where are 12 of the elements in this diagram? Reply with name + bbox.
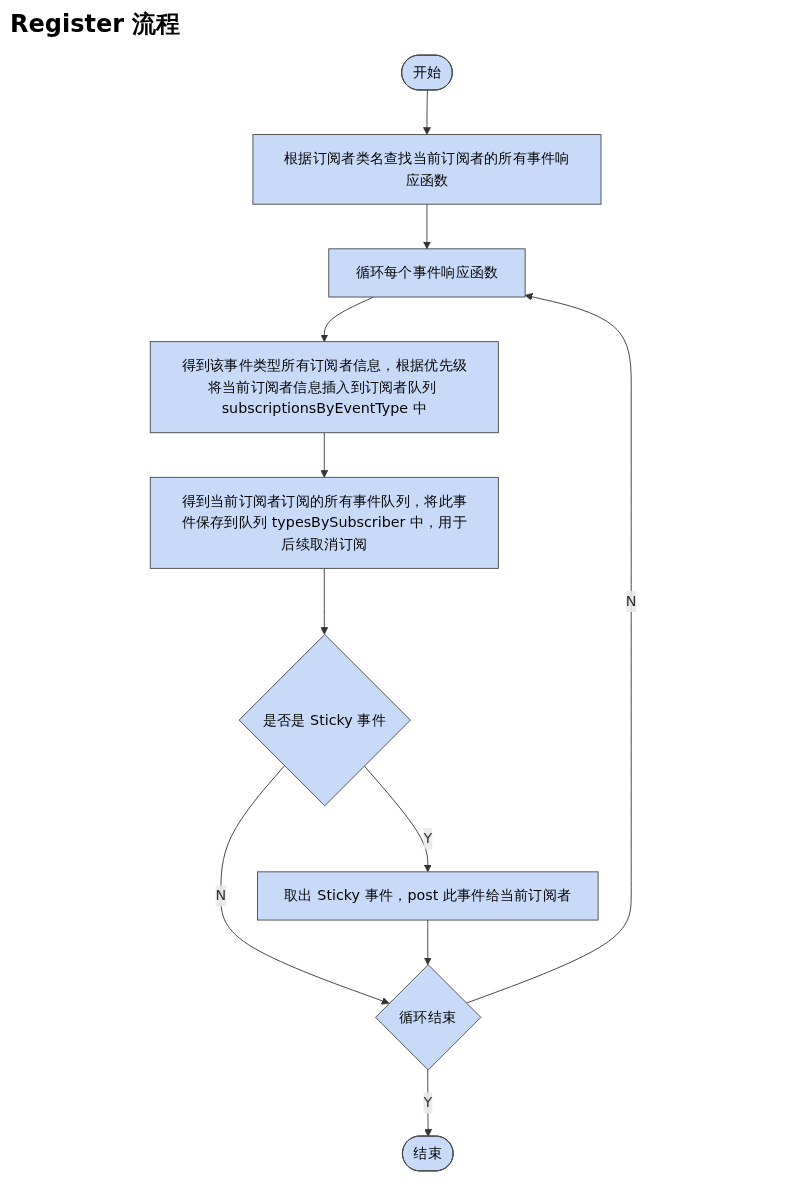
- node-box: 循环每个事件响应函数: [328, 248, 526, 298]
- node-diamond: 是否是 Sticky 事件: [238, 633, 411, 807]
- diagram-title: Register 流程: [10, 9, 182, 40]
- node-box: 取出 Sticky 事件，post 此事件给当前订阅者: [257, 871, 599, 921]
- node-diamond: 循环结束: [375, 964, 482, 1071]
- node-box: 根据订阅者类名查找当前订阅者的所有事件响应函数: [252, 134, 602, 205]
- node-box: 得到该事件类型所有订阅者信息，根据优先级将当前订阅者信息插入到订阅者队列 subscriptionsByEventType 中: [149, 341, 499, 434]
- node-box: 得到当前订阅者订阅的所有事件队列，将此事件保存到队列 typesBySubscriber 中，用于后续取消订阅: [149, 476, 499, 569]
- edge-label: Y: [423, 829, 433, 847]
- edge-label: Y: [423, 1094, 433, 1112]
- edge-label: N: [625, 592, 637, 610]
- edge-label: N: [215, 887, 227, 904]
